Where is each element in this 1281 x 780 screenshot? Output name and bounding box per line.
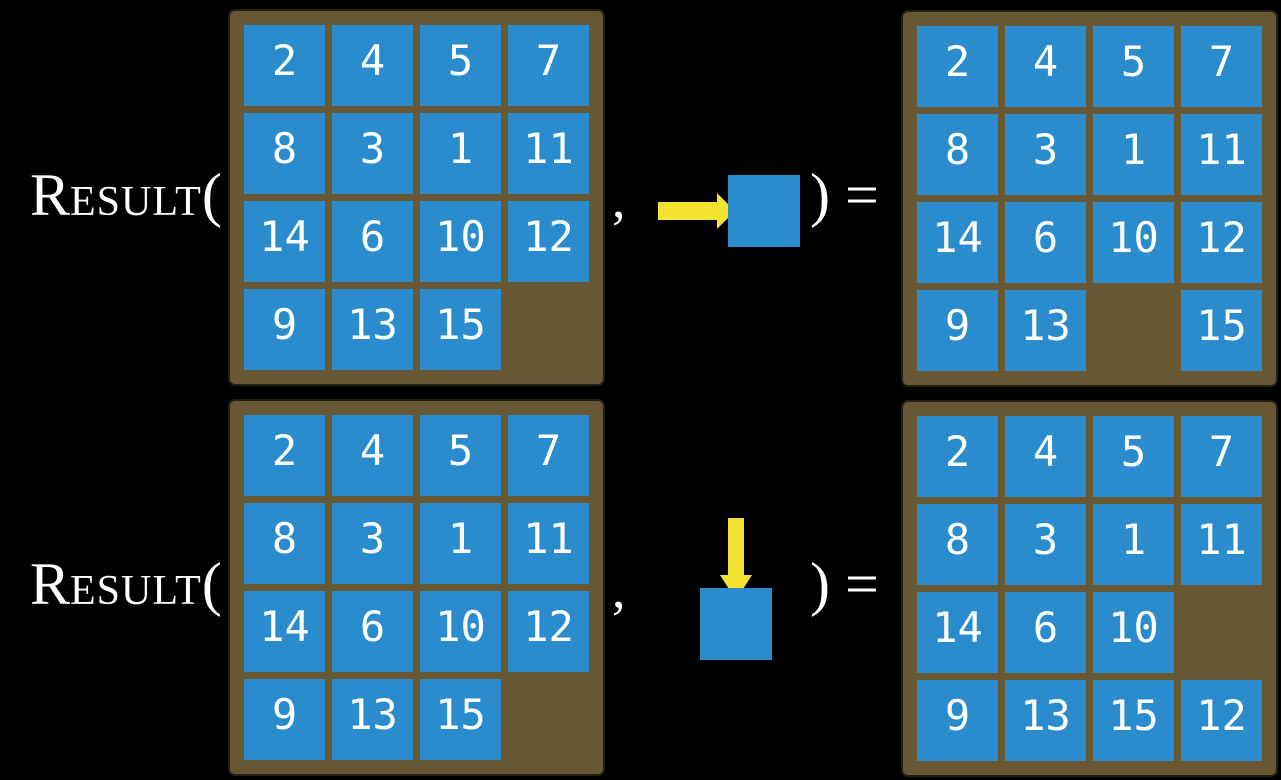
puzzle-tile: 3: [1005, 114, 1086, 195]
puzzle-tile: 13: [332, 679, 413, 760]
puzzle-tile: 4: [332, 25, 413, 106]
puzzle-tile: 1: [420, 113, 501, 194]
down-arrow-icon: [720, 518, 752, 600]
puzzle-tile: 11: [1181, 504, 1262, 585]
puzzle-tile: 9: [244, 679, 325, 760]
puzzle-tile: 14: [917, 202, 998, 283]
function-name-rest: ESULT: [70, 568, 202, 614]
puzzle-tile: 7: [1181, 416, 1262, 497]
puzzle-tile: 12: [1181, 202, 1262, 283]
puzzle-tile: 8: [244, 113, 325, 194]
puzzle-tile: 5: [420, 415, 501, 496]
puzzle-tile: 1: [420, 503, 501, 584]
puzzle-tile: 5: [420, 25, 501, 106]
empty-cell: [508, 679, 589, 760]
comma-separator: ,: [612, 169, 626, 229]
puzzle-tile: 8: [917, 114, 998, 195]
puzzle-tile: 12: [508, 591, 589, 672]
puzzle-tile: 6: [1005, 592, 1086, 673]
puzzle-tile: 4: [332, 415, 413, 496]
empty-cell: [1093, 290, 1174, 371]
puzzle-tile: 3: [1005, 504, 1086, 585]
puzzle-tile: 15: [420, 679, 501, 760]
puzzle-tile: 10: [420, 201, 501, 282]
right-arrow-icon: [658, 193, 735, 229]
moved-tile: [700, 588, 772, 660]
puzzle-tile: 13: [1005, 290, 1086, 371]
puzzle-tile: 8: [917, 504, 998, 585]
puzzle-tile: 4: [1005, 26, 1086, 107]
puzzle-tile: 14: [244, 591, 325, 672]
open-paren: (: [201, 162, 222, 228]
comma-separator: ,: [612, 559, 626, 619]
puzzle-tile: 2: [917, 26, 998, 107]
puzzle-tile: 6: [1005, 202, 1086, 283]
empty-cell: [1181, 592, 1262, 673]
result-function-label: RESULT(: [30, 554, 222, 614]
puzzle-tile: 13: [1005, 680, 1086, 761]
puzzle-tile: 9: [244, 289, 325, 370]
function-name-rest: ESULT: [70, 179, 202, 225]
puzzle-tile: 10: [1093, 592, 1174, 673]
puzzle-tile: 1: [1093, 504, 1174, 585]
puzzle-tile: 6: [332, 591, 413, 672]
open-paren: (: [201, 551, 222, 617]
puzzle-tile: 2: [244, 415, 325, 496]
puzzle-tile: 1: [1093, 114, 1174, 195]
puzzle-tile: 7: [1181, 26, 1262, 107]
puzzle-tile: 3: [332, 503, 413, 584]
puzzle-tile: 13: [332, 289, 413, 370]
puzzle-tile: 3: [332, 113, 413, 194]
function-name-initial: R: [30, 162, 71, 228]
empty-cell: [508, 289, 589, 370]
puzzle-tile: 15: [420, 289, 501, 370]
puzzle-tile: 12: [508, 201, 589, 282]
puzzle-tile: 4: [1005, 416, 1086, 497]
puzzle-tile: 2: [244, 25, 325, 106]
puzzle-tile: 10: [1093, 202, 1174, 283]
puzzle-tile: 2: [917, 416, 998, 497]
puzzle-tile: 10: [420, 591, 501, 672]
puzzle-tile: 11: [508, 503, 589, 584]
puzzle-tile: 15: [1181, 290, 1262, 371]
result-function-label: RESULT(: [30, 165, 222, 225]
close-paren-equals: ) =: [810, 162, 879, 228]
puzzle-tile: 8: [244, 503, 325, 584]
puzzle-tile: 11: [1181, 114, 1262, 195]
puzzle-tile: 7: [508, 415, 589, 496]
moved-tile: [728, 175, 800, 247]
puzzle-tile: 12: [1181, 680, 1262, 761]
puzzle-tile: 7: [508, 25, 589, 106]
puzzle-tile: 11: [508, 113, 589, 194]
puzzle-tile: 14: [917, 592, 998, 673]
puzzle-tile: 14: [244, 201, 325, 282]
puzzle-tile: 9: [917, 680, 998, 761]
puzzle-tile: 9: [917, 290, 998, 371]
puzzle-tile: 5: [1093, 416, 1174, 497]
puzzle-tile: 15: [1093, 680, 1174, 761]
close-paren-equals: ) =: [810, 551, 879, 617]
function-name-initial: R: [30, 551, 71, 617]
puzzle-tile: 5: [1093, 26, 1174, 107]
puzzle-tile: 6: [332, 201, 413, 282]
